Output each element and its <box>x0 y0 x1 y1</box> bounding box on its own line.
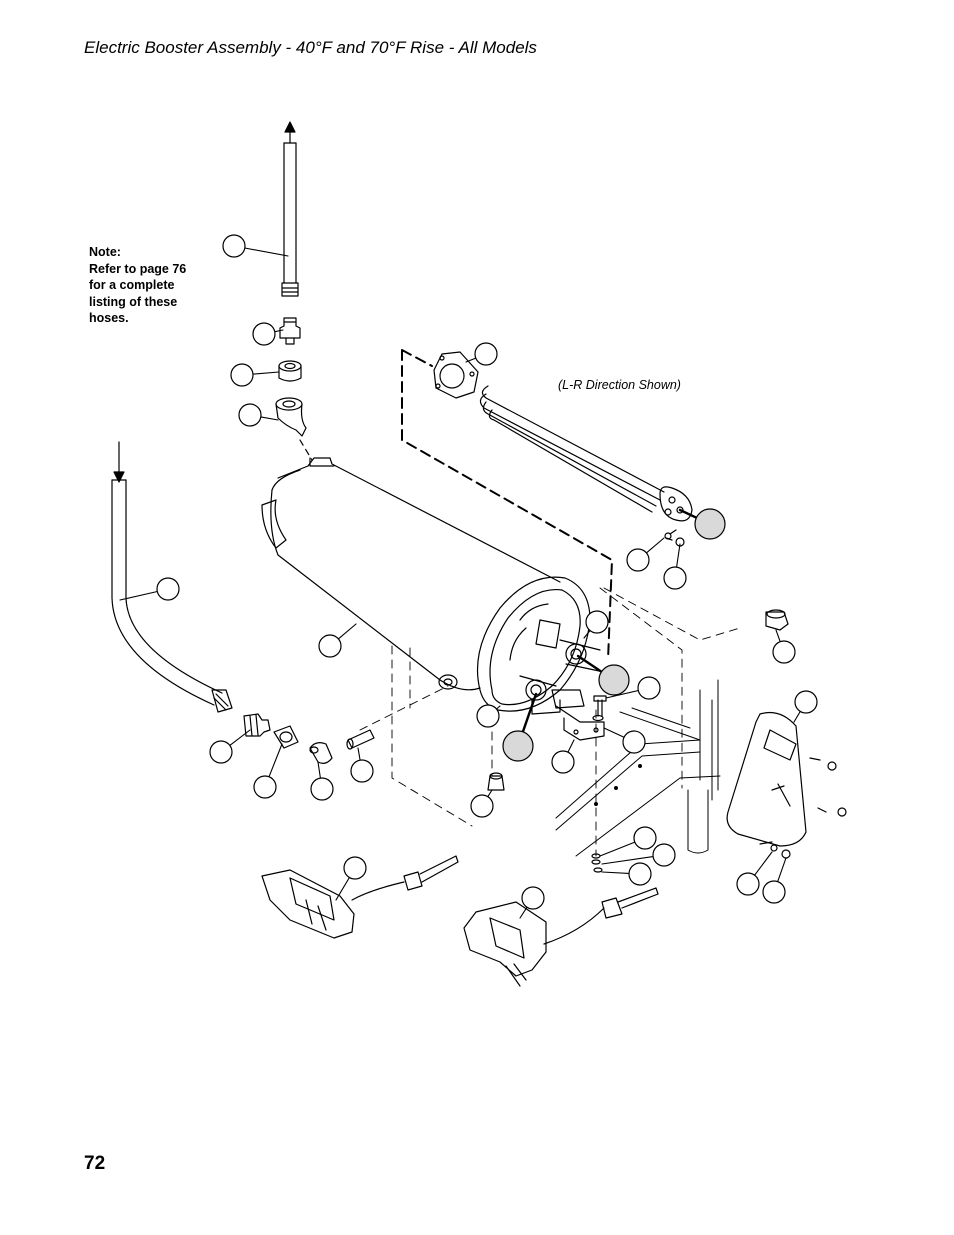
callout-circle <box>736 872 760 896</box>
callout-leader <box>567 739 575 753</box>
page-number: 72 <box>84 1153 106 1174</box>
outlet-fitting <box>279 317 301 345</box>
callout-leader <box>335 876 350 901</box>
element-gasket <box>433 351 479 399</box>
thermostat-left <box>261 855 459 939</box>
callout-leader <box>487 789 493 798</box>
callout-leader <box>317 761 321 779</box>
hose-note: Note: Refer to page 76 for a complete li… <box>89 244 186 327</box>
callout-circle <box>222 234 246 258</box>
callout-leader <box>274 329 284 333</box>
callout-leader <box>603 727 625 738</box>
callout-leader <box>260 416 279 421</box>
callout-circle <box>474 342 498 366</box>
callout-circle <box>230 363 254 387</box>
outlet-pipe <box>281 142 299 297</box>
thermostat-right <box>463 887 659 987</box>
callout-leader <box>645 537 665 554</box>
callout-circle <box>318 634 342 658</box>
callout-circle <box>663 566 687 590</box>
callout-circle <box>238 403 262 427</box>
callout-circle <box>637 676 661 700</box>
mounting-screw <box>592 695 607 722</box>
heating-element <box>479 385 693 547</box>
callout-leader <box>337 623 357 640</box>
note-line: for a complete <box>89 278 175 292</box>
callout-leader <box>601 856 654 865</box>
callout-leader <box>775 629 781 643</box>
callout-circle <box>628 862 652 886</box>
callout-circle <box>470 794 494 818</box>
element-boundary <box>401 349 613 661</box>
inlet-adapter <box>243 713 271 737</box>
booster-tank <box>261 457 605 715</box>
callout-leader <box>521 692 538 733</box>
note-line: hoses. <box>89 311 129 325</box>
callout-circle <box>476 704 500 728</box>
callout-circle <box>652 843 676 867</box>
callout-circle <box>253 775 277 799</box>
inlet-elbow <box>309 742 333 764</box>
callout-leader <box>495 705 501 710</box>
callout-circle <box>209 740 233 764</box>
reducer-bushing <box>278 360 302 382</box>
washers-nuts <box>591 853 603 873</box>
cover-plate <box>726 711 847 859</box>
drain-plug <box>487 772 505 791</box>
callout-leader <box>678 508 698 519</box>
callout-circle <box>585 610 609 634</box>
nipple-fitting <box>346 729 375 750</box>
callout-leader <box>357 747 361 761</box>
callout-circle <box>521 886 545 910</box>
callout-leader <box>268 743 283 778</box>
page-title: Electric Booster Assembly - 40°F and 70°… <box>84 38 537 57</box>
callout-leader <box>676 543 681 568</box>
callout-leader <box>599 841 636 857</box>
callout-leader <box>754 851 773 876</box>
callouts <box>119 234 818 919</box>
callout-leader <box>601 871 630 874</box>
callout-leader <box>252 371 280 375</box>
callout-leader <box>605 689 639 699</box>
callout-circle <box>626 548 650 572</box>
callout-circle <box>310 777 334 801</box>
callout-circle-highlighted <box>694 508 726 540</box>
callout-circle <box>794 690 818 714</box>
callout-leader <box>793 710 801 723</box>
callout-circle-highlighted <box>598 664 630 696</box>
note-line: Refer to page 76 <box>89 261 187 276</box>
inlet-nut <box>273 725 299 749</box>
callout-circle <box>622 730 646 754</box>
callout-circle <box>350 759 374 783</box>
direction-label: (L-R Direction Shown) <box>558 378 681 392</box>
callout-circle <box>762 880 786 904</box>
arrow-up-icon <box>284 121 296 144</box>
callout-leader <box>576 654 603 673</box>
relief-fitting <box>765 609 789 631</box>
mounting-bracket <box>555 705 605 741</box>
callout-leader <box>519 906 528 919</box>
callout-leader <box>465 357 477 363</box>
callout-leader <box>777 857 787 883</box>
callout-circle <box>343 856 367 880</box>
dashed-leader <box>299 439 313 461</box>
callout-circle-highlighted <box>502 730 534 762</box>
inlet-hose <box>111 479 233 713</box>
callout-circle <box>633 826 657 850</box>
arrow-down-icon <box>113 441 125 483</box>
note-line: listing of these <box>89 294 178 309</box>
callout-circle <box>551 750 575 774</box>
dashed-leaders <box>359 587 741 857</box>
callout-leader <box>583 629 591 639</box>
callout-leader <box>229 729 251 746</box>
note-line: Note: <box>89 245 121 259</box>
callout-circle <box>772 640 796 664</box>
callout-leader <box>244 247 289 257</box>
callout-circle <box>156 577 180 601</box>
callout-leader <box>119 590 158 601</box>
elbow-fitting <box>275 397 307 437</box>
callout-circle <box>252 322 276 346</box>
